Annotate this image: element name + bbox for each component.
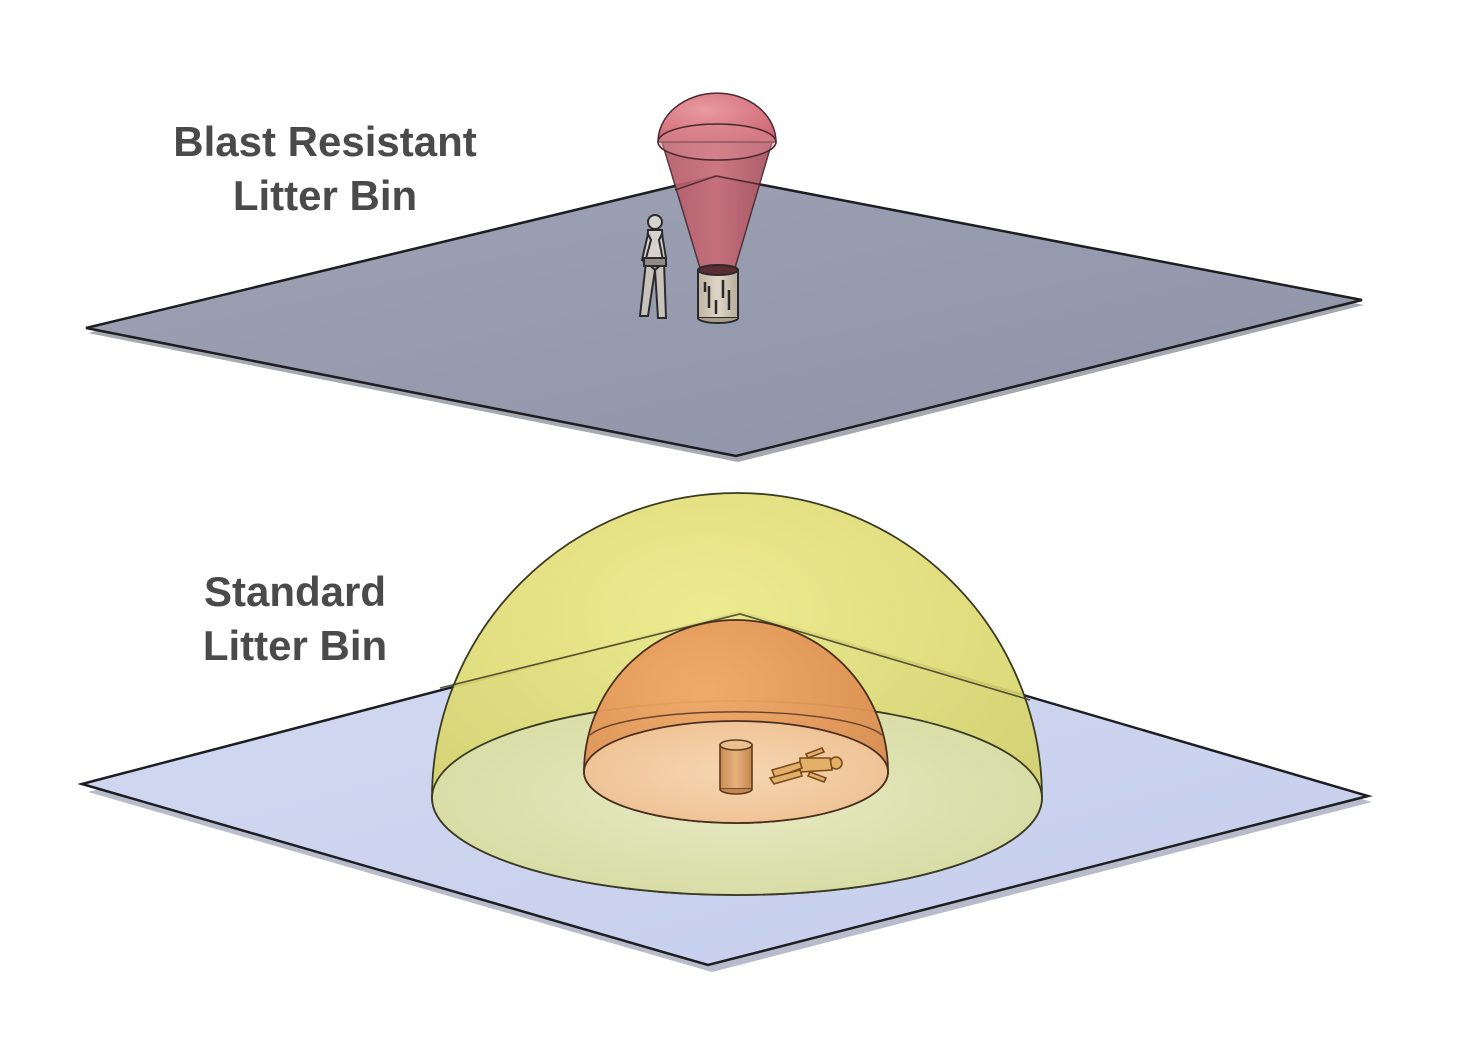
inner-dome-rim [589,711,883,736]
standard-bin-title-line2: Litter Bin [202,622,388,669]
blast-resistant-title-line2: Litter Bin [232,172,418,219]
blast-resistant-title: Blast Resistant Litter Bin [150,115,500,223]
standard-bin-title: Standard Litter Bin [180,565,410,673]
blast-resistant-bin [697,264,739,324]
plane-edge-through-plume [674,175,769,191]
standard-bin-title-line1: Standard [203,568,387,615]
fallen-person-icon [768,746,843,785]
blast-plume-rim [657,123,777,161]
blast-resistant-title-line1: Blast Resistant [173,118,477,165]
plane-edge-through-dome [439,613,1031,701]
bottom-panel [77,492,1373,972]
top-panel [85,92,1364,462]
standing-person-icon [638,214,668,319]
standard-bin [719,739,753,795]
